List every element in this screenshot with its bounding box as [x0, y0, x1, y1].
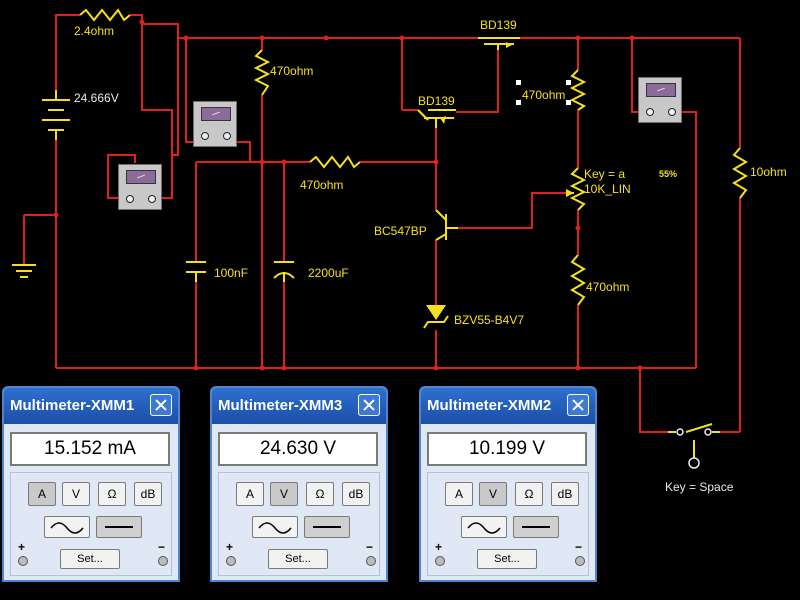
- window-title-bar[interactable]: Multimeter-XMM1: [4, 388, 178, 424]
- dc-line-icon: [105, 526, 133, 528]
- potentiometer-10k: [569, 167, 587, 211]
- resistor-470ohm-horizontal: [309, 155, 361, 169]
- mode-button-v[interactable]: V: [479, 482, 507, 506]
- label-r-10: 10ohm: [750, 165, 787, 179]
- reading-display: 15.152 mA: [10, 432, 170, 466]
- controls-panel: [427, 472, 589, 576]
- dc-button[interactable]: [96, 516, 142, 538]
- label-r-470-left: 470ohm: [270, 64, 314, 78]
- window-title-bar[interactable]: Multimeter-XMM3: [212, 388, 386, 424]
- label-q-mid: BD139: [418, 94, 455, 108]
- label-pot-percent: 55%: [659, 169, 678, 179]
- sine-wave-icon: [467, 522, 501, 534]
- dc-line-icon: [522, 526, 550, 528]
- multimeter-screen-icon: [126, 170, 156, 184]
- label-q-top: BD139: [480, 18, 517, 32]
- ac-button[interactable]: [252, 516, 298, 538]
- resistor-470ohm-bottom: [570, 254, 586, 306]
- sine-wave-icon: [258, 522, 292, 534]
- multimeter-screen-icon: [646, 83, 676, 97]
- window-title-bar[interactable]: Multimeter-XMM2: [421, 388, 595, 424]
- resistor-470ohm-left: [253, 49, 271, 96]
- resistor-470ohm-right: [569, 69, 587, 111]
- dc-button[interactable]: [304, 516, 350, 538]
- minus-terminal-label: −: [366, 540, 374, 554]
- label-q-small: BC547BP: [374, 224, 427, 238]
- resistor-2-4ohm: [79, 8, 131, 22]
- label-switch-key: Key = Space: [665, 480, 734, 494]
- label-r-top: 2.4ohm: [74, 24, 115, 38]
- set-button[interactable]: Set...: [60, 549, 120, 569]
- terminal-minus-icon[interactable]: [668, 108, 676, 116]
- label-c-100: 100nF: [214, 266, 249, 280]
- reading-display: 10.199 V: [427, 432, 587, 466]
- label-r-470-right: 470ohm: [522, 88, 566, 102]
- multimeter-screen-icon: [201, 107, 231, 121]
- label-source-voltage: 24.666V: [74, 91, 119, 105]
- controls-panel: [218, 472, 380, 576]
- mode-button-ohm[interactable]: Ω: [98, 482, 126, 506]
- multimeter-xmm3-icon[interactable]: [193, 101, 237, 147]
- ac-button[interactable]: [44, 516, 90, 538]
- multimeter-window-xmm2[interactable]: Multimeter-XMM2 10.199 V A V Ω dB + − Se…: [419, 386, 597, 582]
- set-button[interactable]: Set...: [268, 549, 328, 569]
- mode-button-a[interactable]: A: [236, 482, 264, 506]
- window-title: Multimeter-XMM1: [10, 397, 135, 414]
- plus-terminal-label: +: [18, 540, 26, 554]
- terminal-plus-icon[interactable]: [646, 108, 654, 116]
- mode-button-db[interactable]: dB: [551, 482, 579, 506]
- terminal-minus-icon[interactable]: [223, 132, 231, 140]
- label-r-470-bottom: 470ohm: [586, 280, 630, 294]
- plus-jack-icon[interactable]: [226, 556, 236, 566]
- label-c-2200: 2200uF: [308, 266, 349, 280]
- mode-button-ohm[interactable]: Ω: [515, 482, 543, 506]
- minus-jack-icon[interactable]: [366, 556, 376, 566]
- set-button[interactable]: Set...: [477, 549, 537, 569]
- sine-wave-icon: [50, 522, 84, 534]
- multimeter-xmm2-icon[interactable]: [638, 77, 682, 123]
- plus-jack-icon[interactable]: [435, 556, 445, 566]
- plus-jack-icon[interactable]: [18, 556, 28, 566]
- plus-terminal-label: +: [226, 540, 234, 554]
- multimeter-xmm1-icon[interactable]: [118, 164, 162, 210]
- label-zener: BZV55-B4V7: [454, 313, 525, 327]
- mode-button-v[interactable]: V: [62, 482, 90, 506]
- ac-button[interactable]: [461, 516, 507, 538]
- minus-jack-icon[interactable]: [575, 556, 585, 566]
- minus-terminal-label: −: [158, 540, 166, 554]
- multimeter-window-xmm3[interactable]: Multimeter-XMM3 24.630 V A V Ω dB + − Se…: [210, 386, 388, 582]
- label-pot-type: 10K_LIN: [584, 182, 631, 196]
- mode-button-ohm[interactable]: Ω: [306, 482, 334, 506]
- dc-line-icon: [313, 526, 341, 528]
- reading-display: 24.630 V: [218, 432, 378, 466]
- minus-jack-icon[interactable]: [158, 556, 168, 566]
- multimeter-window-xmm1[interactable]: Multimeter-XMM1 15.152 mA A V Ω dB + − S…: [2, 386, 180, 582]
- terminal-plus-icon[interactable]: [201, 132, 209, 140]
- label-r-470-mid: 470ohm: [300, 178, 344, 192]
- close-icon[interactable]: [567, 394, 589, 416]
- label-pot-key: Key = a: [584, 167, 626, 181]
- dc-button[interactable]: [513, 516, 559, 538]
- resistor-10ohm: [732, 147, 748, 199]
- controls-panel: [10, 472, 172, 576]
- mode-button-db[interactable]: dB: [342, 482, 370, 506]
- zener-diode: [426, 305, 446, 320]
- window-title: Multimeter-XMM2: [427, 397, 552, 414]
- mode-button-a[interactable]: A: [445, 482, 473, 506]
- terminal-minus-icon[interactable]: [148, 195, 156, 203]
- terminal-plus-icon[interactable]: [126, 195, 134, 203]
- close-icon[interactable]: [150, 394, 172, 416]
- mode-button-a[interactable]: A: [28, 482, 56, 506]
- window-title: Multimeter-XMM3: [218, 397, 343, 414]
- minus-terminal-label: −: [575, 540, 583, 554]
- plus-terminal-label: +: [435, 540, 443, 554]
- mode-button-v[interactable]: V: [270, 482, 298, 506]
- mode-button-db[interactable]: dB: [134, 482, 162, 506]
- close-icon[interactable]: [358, 394, 380, 416]
